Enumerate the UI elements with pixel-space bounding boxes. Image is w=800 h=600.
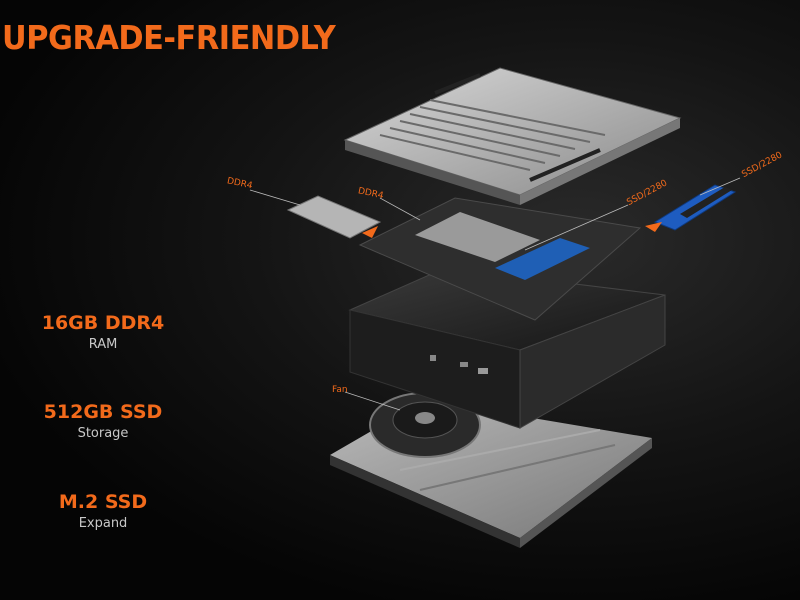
page-title: UPGRADE-FRIENDLY: [2, 18, 336, 57]
spec-ram: 16GB DDR4 RAM: [0, 312, 206, 352]
spec-storage: 512GB SSD Storage: [0, 401, 206, 441]
spec-value: 16GB DDR4: [41, 312, 165, 334]
chassis: [348, 267, 666, 429]
callout-fan: Fan: [332, 385, 348, 395]
spec-label: Expand: [78, 516, 128, 531]
motherboard: [358, 197, 642, 321]
spec-value: 512GB SSD: [43, 401, 163, 423]
insert-arrow-icon: [362, 226, 378, 238]
insert-arrow-icon: [645, 222, 662, 232]
spec-label: Storage: [77, 426, 129, 441]
ram-module: [286, 195, 382, 239]
ssd-module: [653, 184, 737, 231]
spec-label: RAM: [88, 337, 118, 352]
spec-value: M.2 SSD: [58, 491, 148, 513]
callout-lines: [249, 177, 741, 411]
heatsink-lid: [343, 67, 682, 205]
spec-expand: M.2 SSD Expand: [0, 491, 206, 531]
